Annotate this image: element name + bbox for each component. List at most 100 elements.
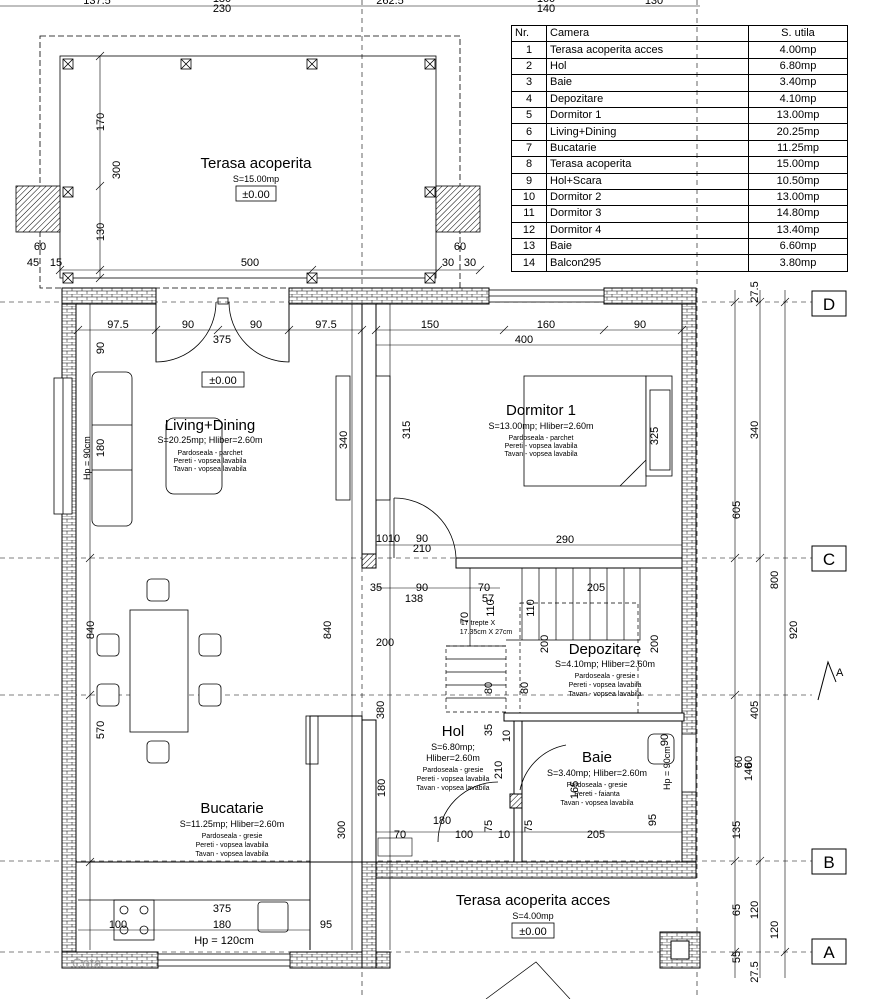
row-nr: 10 xyxy=(511,188,547,207)
chair xyxy=(96,633,120,657)
dimension-tick xyxy=(730,690,740,700)
room-title: Bucatarie xyxy=(200,800,263,817)
dimension-label: 300 xyxy=(111,161,123,179)
dimension-label: 90 xyxy=(250,319,262,331)
stairs-note: 17.35cm X 27cm xyxy=(460,629,513,636)
column xyxy=(424,58,436,70)
dimension-label: 380 xyxy=(375,701,387,719)
dimension-label: 500 xyxy=(241,257,259,269)
dimension-label: 120 xyxy=(769,921,781,939)
terrace-columns xyxy=(62,58,436,284)
room-walls: Pereti - vopsea lavabila xyxy=(505,443,578,450)
dimension-label: 800 xyxy=(769,571,781,589)
dimension-tick xyxy=(730,947,740,957)
row-area: 6.80mp xyxy=(748,57,848,76)
dimension-tick xyxy=(85,857,95,867)
room-ceiling: Tavan - vopsea lavabila xyxy=(195,851,268,858)
dimension-label: 27.5 xyxy=(749,961,761,982)
stairs-note: 17 trepte X xyxy=(461,620,496,627)
dimension-tick xyxy=(780,947,790,957)
dimension-label: 200 xyxy=(376,637,394,649)
dimension-label: 180 xyxy=(213,919,231,931)
room-floor: Pardoseala - gresie xyxy=(575,673,636,680)
dimension-label: 375 xyxy=(213,334,231,346)
level-mark: ±0.00 xyxy=(242,189,269,201)
axis-label-b: B xyxy=(823,853,834,872)
room-bucatarie: Bucatarie S=11.25mp; Hliber=2.60m Pardos… xyxy=(180,800,284,858)
dimension-label: 35 xyxy=(370,582,382,594)
row-area: 3.80mp xyxy=(748,254,848,272)
room-floor: Pardoseala - gresie xyxy=(567,782,628,789)
row-area: 13.40mp xyxy=(748,221,848,240)
dimension-label: 300 xyxy=(336,821,348,839)
room-acces: Terasa acoperita acces S=4.00mp ±0.00 xyxy=(456,892,610,939)
dimension-tick xyxy=(151,325,161,335)
dimension-label: 160 xyxy=(537,0,555,5)
column xyxy=(306,272,318,284)
dimension-label: 30 xyxy=(442,257,454,269)
room-floor: Pardoseala - gresie xyxy=(202,833,263,840)
axis-label-d: D xyxy=(823,295,835,314)
room-height: Hliber=2.60m xyxy=(426,753,480,763)
dimension-label: 180 xyxy=(376,779,388,797)
dimension-tick xyxy=(755,553,765,563)
dimension-label: 210 xyxy=(413,543,431,555)
interior-walls xyxy=(76,303,685,950)
dimension-label: 100 xyxy=(455,829,473,841)
dimension-label: 27.5 xyxy=(749,281,761,302)
dimension-label: 80 xyxy=(483,682,495,694)
dimension-label: 205 xyxy=(587,582,605,594)
dimension-label: 95 xyxy=(320,919,332,931)
dimension-tick xyxy=(475,265,485,275)
chair xyxy=(146,740,170,764)
row-nr: 12 xyxy=(511,221,547,240)
room-dormitor: Dormitor 1 S=13.00mp; Hliber=2.60m Pardo… xyxy=(488,402,593,458)
room-title: Living+Dining xyxy=(165,417,255,434)
column xyxy=(62,186,74,198)
room-floor: Pardoseala - parchet xyxy=(178,450,243,457)
dimension-label: 100 xyxy=(109,919,127,931)
dimension-label: 60 xyxy=(743,756,755,768)
dimension-tick xyxy=(95,265,105,275)
dimension-label: 65 xyxy=(731,904,743,916)
dimension-label: 80 xyxy=(519,682,531,694)
dimension-label: 90 xyxy=(634,319,646,331)
dimension-label: 110 xyxy=(485,599,497,617)
dimension-label: 60 xyxy=(34,241,46,253)
dimension-label: 138 xyxy=(405,593,423,605)
dimension-label: 140 xyxy=(537,3,555,15)
room-area: S=13.00mp; Hliber=2.60m xyxy=(488,421,593,431)
room-ceiling: Tavan - vopsea lavabila xyxy=(560,800,633,807)
wardrobes xyxy=(335,375,391,501)
dimension-label: 90 xyxy=(416,582,428,594)
room-terasa: Terasa acoperita S=15.00mp ±0.00 xyxy=(201,155,312,202)
room-area: S=6.80mp; xyxy=(431,742,475,752)
room-walls: Pereti - faianta xyxy=(574,791,620,798)
dimension-tick xyxy=(730,856,740,866)
room-walls: Pereti - vopsea lavabila xyxy=(569,682,642,689)
room-ceiling: Tavan - vopsea lavabila xyxy=(568,691,641,698)
dimension-label: 605 xyxy=(731,501,743,519)
dimension-label: 35 xyxy=(483,724,495,736)
dimension-tick xyxy=(85,690,95,700)
room-area: S=11.25mp; Hliber=2.60m xyxy=(180,819,284,829)
room-ceiling: Tavan - vopsea lavabila xyxy=(173,466,246,473)
dimension-label: 325 xyxy=(649,427,661,445)
dimension-tick xyxy=(730,297,740,307)
chair xyxy=(146,578,170,602)
dimension-label: 30 xyxy=(464,257,476,269)
dimension-label: 110 xyxy=(525,599,537,617)
kitchen-counter xyxy=(78,715,319,941)
dimension-label: 210 xyxy=(493,761,505,779)
dimension-tick xyxy=(371,325,381,335)
row-name: Dormitor 2 xyxy=(546,188,749,207)
dimension-label: 295 xyxy=(583,257,601,269)
row-name: Balcon xyxy=(546,254,749,272)
dimension-label: 315 xyxy=(401,421,413,439)
terrace-roof-outline xyxy=(15,35,481,289)
